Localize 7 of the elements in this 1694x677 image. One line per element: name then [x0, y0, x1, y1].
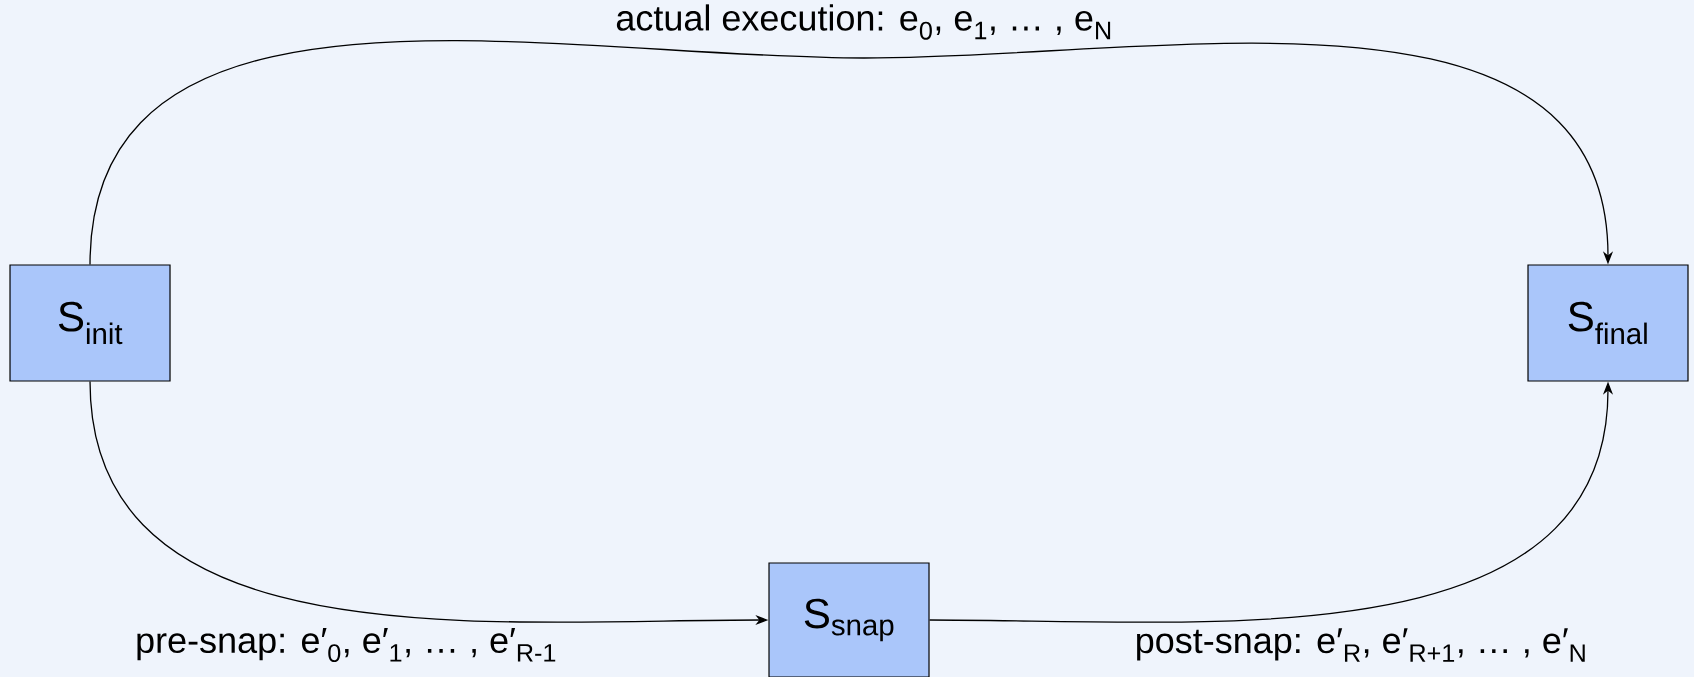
edge-label: post-snap: e′$_{R}$, e′$_{R+1}$, … , e′$_{N}$ — [1137, 628, 1585, 662]
edge-label: actual execution: e$_{0}$, e$_{1}$, … , e$_{N}$ — [616, 4, 1111, 40]
state-box: S$_{snap}$ — [768, 562, 930, 677]
arrow — [89, 39, 1614, 266]
state-box: S$_{final}$ — [1527, 264, 1689, 382]
edge-label: pre-snap: e′$_{0}$, e′$_{1}$, … , e′$_{R-1}$ — [137, 628, 556, 662]
state-box: S$_{init}$ — [9, 264, 171, 382]
